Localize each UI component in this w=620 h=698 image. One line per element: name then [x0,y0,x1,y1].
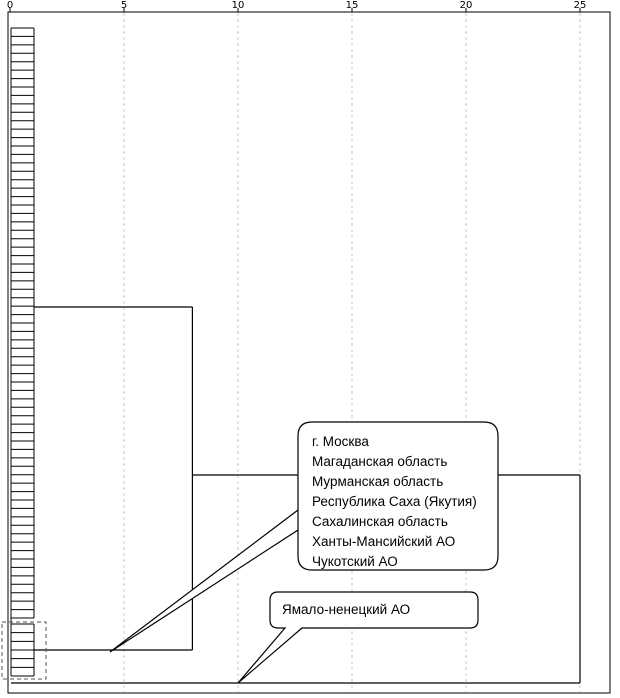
callout-label: г. Москва Магаданская область Мурманская… [312,434,481,569]
plot-frame [7,11,611,694]
tick-label: 15 [346,0,359,11]
callout-bubble [109,421,499,653]
callout-label: Ямало-ненецкий АО [282,602,410,617]
callout-bubble [237,591,479,684]
callout-yamal: Ямало-ненецкий АО [237,591,479,684]
tick-label: 20 [460,0,473,11]
tick-label: 25 [574,0,587,11]
callout-moscow-group: г. Москва Магаданская область Мурманская… [109,421,499,653]
axis-ticks: 0 5 10 15 20 25 [7,0,587,12]
tick-label: 0 [7,0,13,11]
tick-label: 10 [232,0,245,11]
tick-label: 5 [121,0,127,11]
highlighted-cluster-box [1,621,47,680]
dendrogram-leaves [10,27,35,677]
